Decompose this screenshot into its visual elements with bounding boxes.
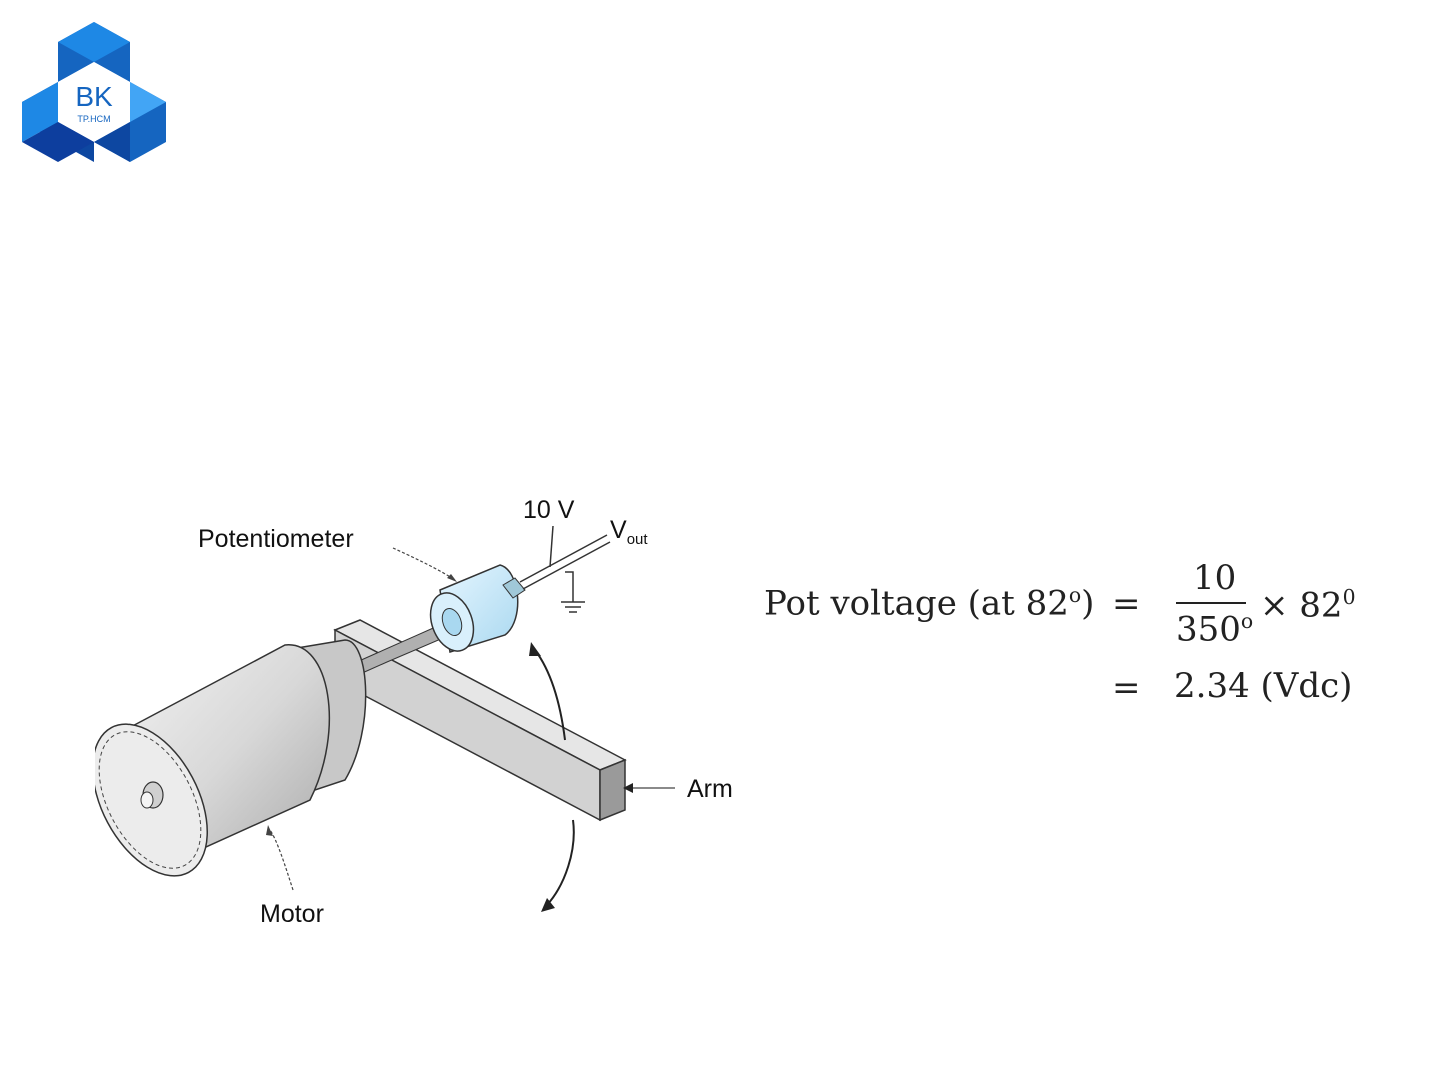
label-vout-main: V [610, 516, 627, 544]
fraction-denominator-degree: o [1241, 609, 1253, 633]
logo-subtitle: TP.HCM [77, 114, 110, 124]
potentiometer [423, 565, 525, 657]
fraction-denominator: 350o [1176, 611, 1253, 646]
equals-sign-2: = [1112, 671, 1141, 705]
equals-sign-1: = [1112, 587, 1141, 621]
logo-title: BK [75, 81, 113, 112]
bk-logo: BK TP.HCM [22, 20, 167, 165]
equation-lhs-text: Pot voltage (at 82 [764, 583, 1069, 623]
potentiometer-wires [520, 526, 610, 602]
fraction-denominator-base: 350 [1176, 609, 1241, 649]
motor [95, 640, 366, 895]
label-voltage: 10 V [523, 496, 575, 524]
equation-lhs-degree: o [1069, 583, 1081, 607]
fraction-numerator: 10 [1193, 561, 1236, 595]
equation-lhs: Pot voltage (at 82o) [764, 585, 1094, 620]
multiplier: × 820 [1260, 587, 1356, 622]
label-arm: Arm [687, 775, 733, 803]
label-vout: Vout [610, 516, 648, 548]
equation-lhs-close: ) [1081, 583, 1094, 623]
rotation-arrow-down-icon [541, 820, 574, 912]
multiplier-text: × 82 [1260, 585, 1343, 625]
motor-potentiometer-diagram: Potentiometer 10 V Vout Arm Motor [95, 490, 760, 940]
label-potentiometer: Potentiometer [198, 525, 354, 553]
label-vout-subscript: out [627, 531, 649, 548]
arm [335, 620, 625, 820]
fraction-bar [1176, 602, 1246, 604]
equation-result: 2.34 (Vdc) [1174, 669, 1352, 703]
label-motor: Motor [260, 900, 324, 928]
ground-icon [561, 602, 585, 612]
multiplier-superscript: 0 [1343, 585, 1356, 609]
